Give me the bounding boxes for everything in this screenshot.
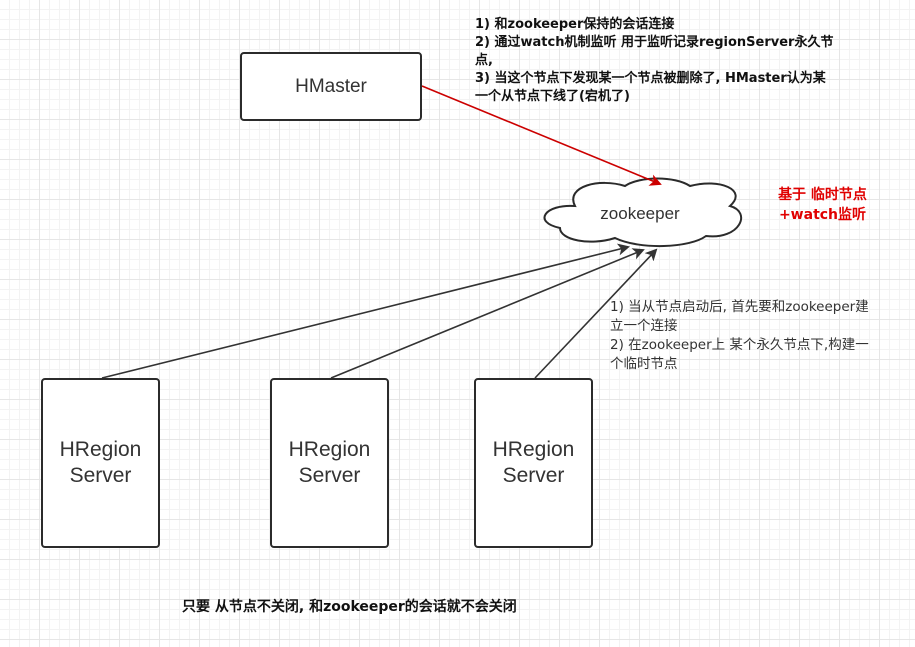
zookeeper-cloud xyxy=(543,177,742,247)
region-note-line: 立一个连接 xyxy=(610,318,678,334)
region-server-note: 1) 当从节点启动后, 首先要和zookeeper建 立一个连接 2) 在zoo… xyxy=(610,298,915,374)
mechanism-note-line: 基于 临时节点 xyxy=(778,187,867,203)
region-server-node-1[interactable]: HRegion Server xyxy=(41,378,160,548)
hmaster-note-line: 3) 当这个节点下发现某一个节点被删除了, HMaster认为某 xyxy=(475,71,826,86)
arrow-region2-to-zookeeper xyxy=(330,248,645,379)
region-note-line: 1) 当从节点启动后, 首先要和zookeeper建 xyxy=(610,299,869,315)
bottom-note: 只要 从节点不关闭, 和zookeeper的会话就不会关闭 xyxy=(182,599,517,615)
hmaster-note-line: 一个从节点下线了(宕机了) xyxy=(475,89,630,104)
hmaster-note-line: 点, xyxy=(475,53,493,68)
region-server-label-line1: HRegion xyxy=(288,438,371,461)
mechanism-note-line: +watch监听 xyxy=(778,207,867,223)
arrow-hmaster-to-zookeeper xyxy=(421,85,662,186)
region-server-node-2[interactable]: HRegion Server xyxy=(270,378,389,548)
region-note-line: 2) 在zookeeper上 某个永久节点下,构建一 xyxy=(610,337,869,353)
hmaster-label: HMaster xyxy=(295,75,367,97)
mechanism-note: 基于 临时节点 +watch监听 xyxy=(750,185,895,225)
region-server-label-line2: Server xyxy=(298,464,361,487)
hmaster-note: 1) 和zookeeper保持的会话连接 2) 通过watch机制监听 用于监听… xyxy=(475,16,885,106)
zookeeper-label: zookeeper xyxy=(600,204,680,223)
arrow-region1-to-zookeeper xyxy=(101,243,630,379)
hmaster-note-line: 1) 和zookeeper保持的会话连接 xyxy=(475,17,675,32)
region-server-label-line1: HRegion xyxy=(59,438,142,461)
region-server-label-line1: HRegion xyxy=(492,438,575,461)
region-server-label-line2: Server xyxy=(69,464,132,487)
arrow-region3-to-zookeeper xyxy=(534,248,658,379)
region-server-node-3[interactable]: HRegion Server xyxy=(474,378,593,548)
region-server-label-line2: Server xyxy=(502,464,565,487)
region-note-line: 个临时节点 xyxy=(610,356,678,372)
hmaster-node[interactable]: HMaster xyxy=(240,52,422,121)
hmaster-note-line: 2) 通过watch机制监听 用于监听记录regionServer永久节 xyxy=(475,35,834,50)
